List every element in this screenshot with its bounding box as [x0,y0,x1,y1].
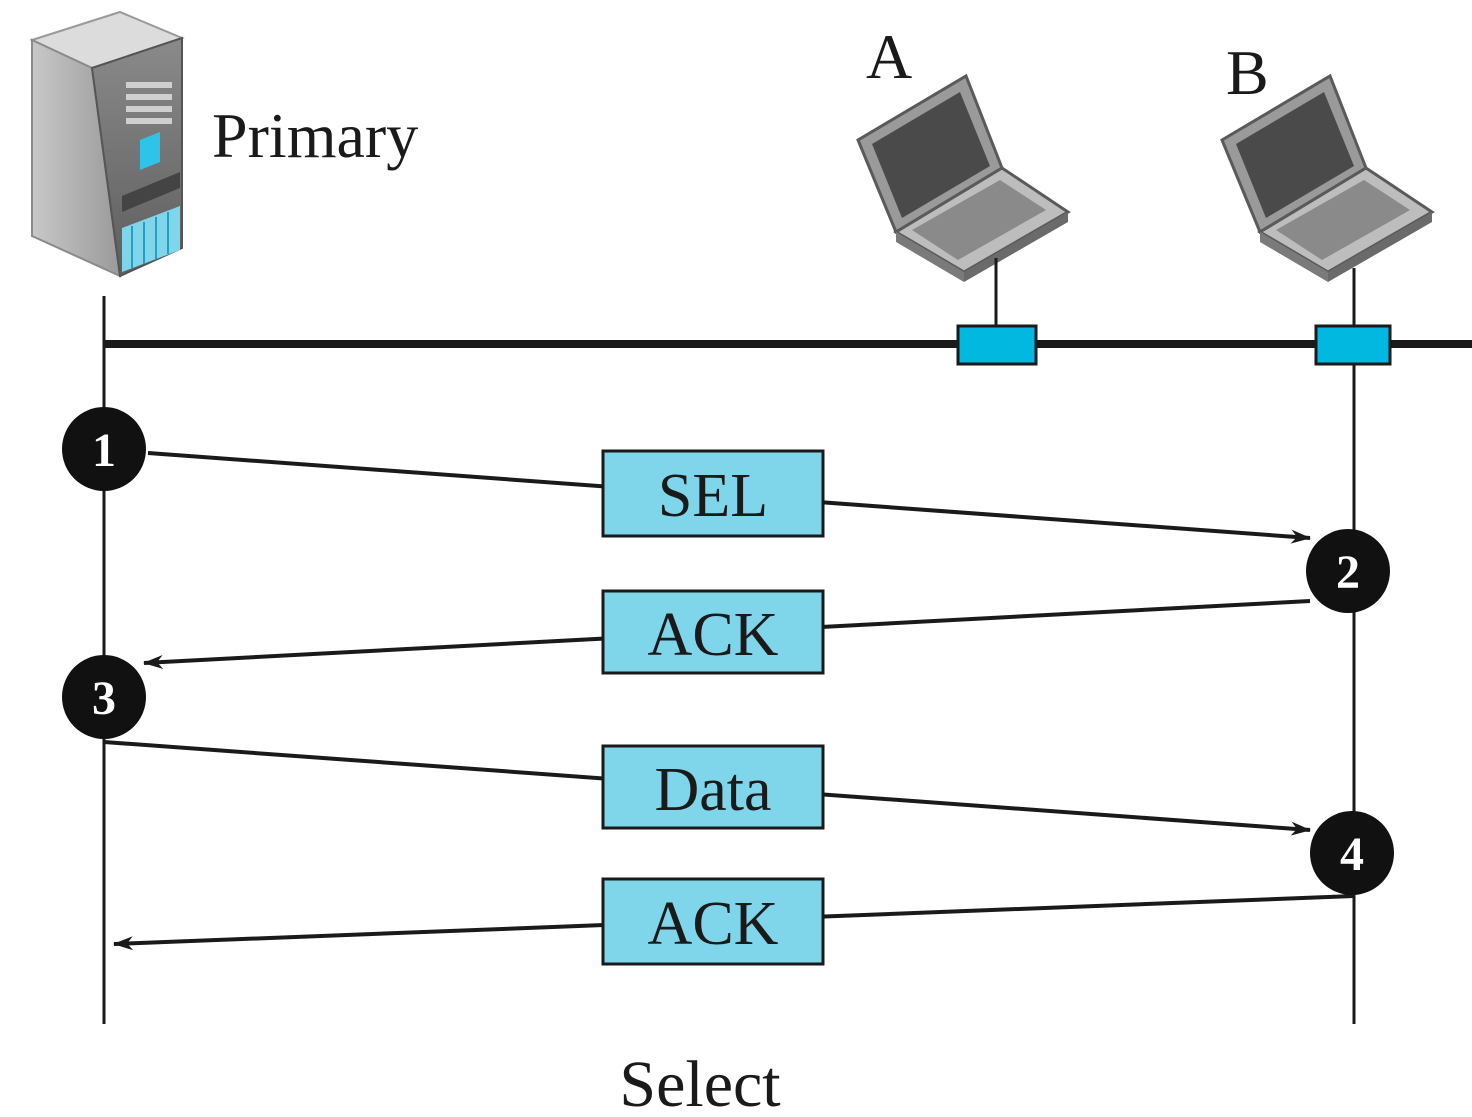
step-4-badge: 4 [1310,811,1394,895]
primary-label: Primary [212,100,418,171]
station-b-label: B [1226,37,1269,108]
step-1-badge: 1 [62,407,146,491]
step-4-number: 4 [1340,828,1364,881]
step-3-badge: 3 [62,655,146,739]
data-frame: Data [601,744,825,830]
sel-frame: SEL [601,449,825,538]
sel-frame-label: SEL [658,462,768,530]
server-icon [29,10,185,278]
step-2-badge: 2 [1306,529,1390,613]
ack-frame-2: ACK [601,877,825,966]
laptop-b-icon [1220,73,1435,282]
step-1-number: 1 [92,424,116,477]
step-2-number: 2 [1336,546,1360,599]
station-a-tap [956,324,1038,366]
station-b-tap [1314,324,1392,366]
ack-frame-1: ACK [601,589,825,675]
ack-frame-2-label: ACK [648,890,779,958]
diagram-caption: Select [619,1048,780,1117]
step-3-number: 3 [92,672,116,725]
data-frame-label: Data [654,756,771,824]
laptop-a-icon [856,73,1071,282]
station-a-label: A [866,21,912,92]
ack-frame-1-label: ACK [648,601,779,669]
